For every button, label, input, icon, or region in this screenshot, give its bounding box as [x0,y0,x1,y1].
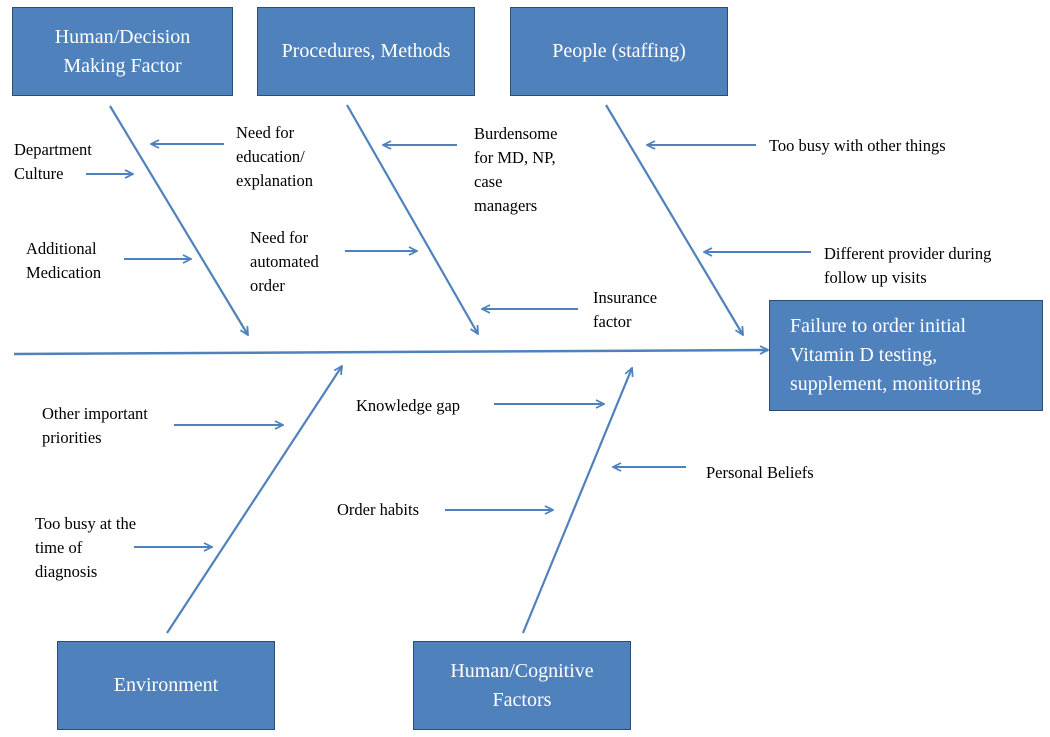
cause-personal-beliefs: Personal Beliefs [706,463,814,482]
bone-procedures [346,104,478,334]
cause-need-education: Need for education/ explanation [236,123,313,190]
bone-human-cognitive [521,368,632,634]
spine-arrow [13,350,768,356]
cause-additional-medication: Additional Medication [26,239,102,282]
bone-environment [166,366,342,634]
bone-human-decision [109,105,248,335]
cause-other-priorities: Other important priorities [42,404,148,447]
cause-insurance: Insurance factor [593,288,658,331]
category-human-cognitive: Human/Cognitive Factors [413,641,631,730]
category-procedures: Procedures, Methods [257,7,475,96]
cause-department-culture: Department Culture [14,140,92,183]
cause-too-busy-other: Too busy with other things [769,136,946,155]
effect-box: Failure to order initial Vitamin D testi… [769,300,1043,411]
cause-need-automated: Need for automated order [250,228,319,295]
category-environment: Environment [57,641,275,730]
cause-knowledge-gap: Knowledge gap [356,396,461,415]
cause-too-busy-diagnosis: Too busy at the time of diagnosis [35,514,137,581]
category-people: People (staffing) [510,7,728,96]
cause-order-habits: Order habits [337,500,420,519]
cause-burdensome: Burdensome for MD, NP, case managers [474,124,558,215]
bone-people [605,104,743,335]
cause-different-provider: Different provider during follow up visi… [824,244,992,287]
category-human-decision: Human/Decision Making Factor [12,7,233,96]
